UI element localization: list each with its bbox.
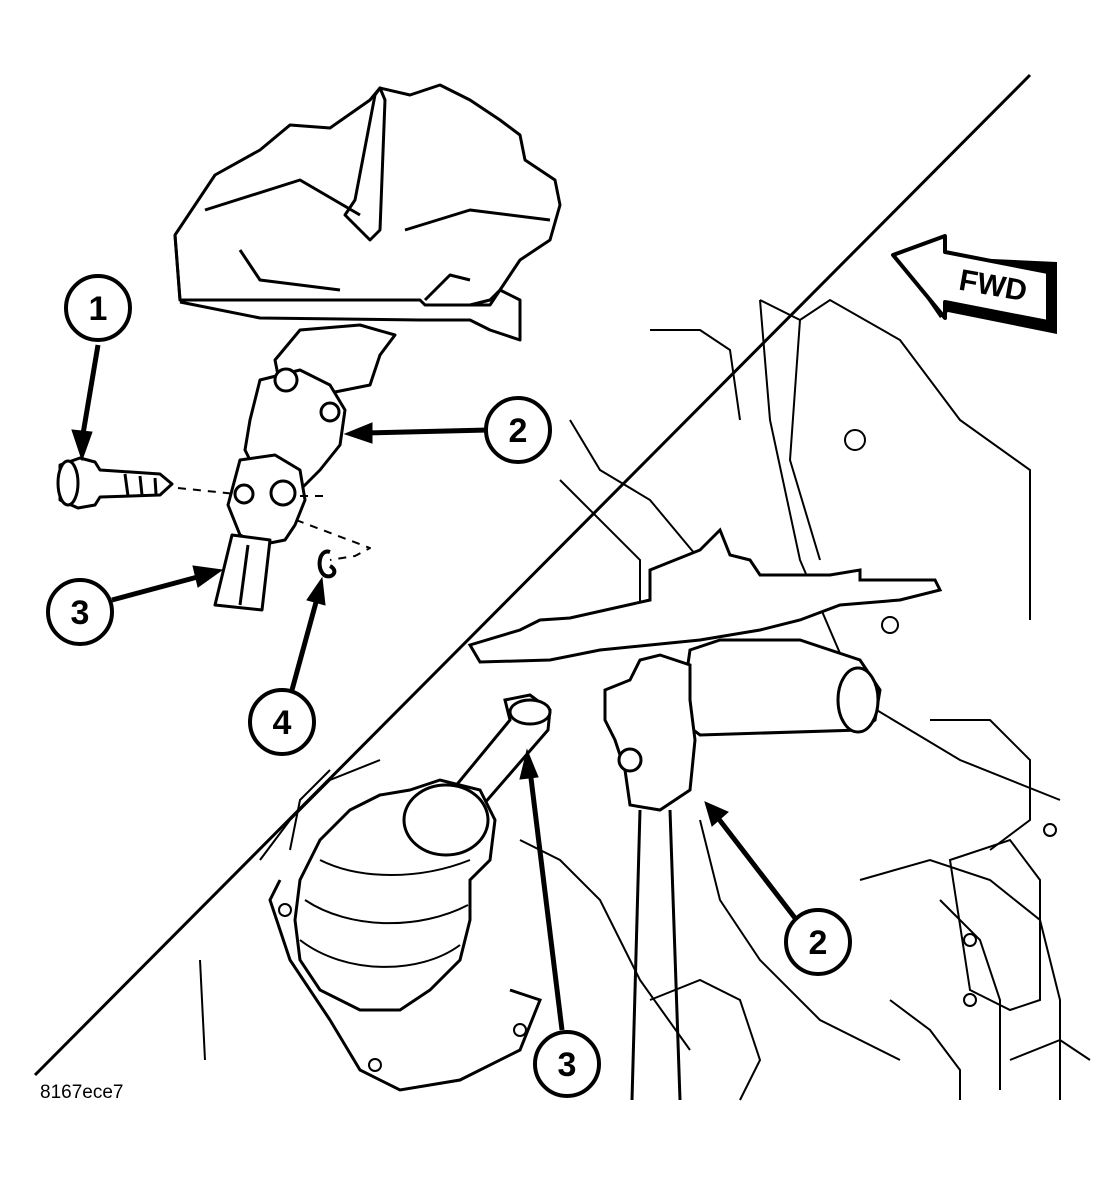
body-panel-outline-4 (650, 329, 741, 421)
boot-ring-1 (319, 859, 471, 876)
boot-opening (402, 783, 490, 857)
steering-shaft-highlight (238, 544, 250, 606)
gear-flange-hole-1 (278, 903, 292, 917)
pinch-bolt (58, 456, 174, 510)
callout-circle-3a (46, 578, 114, 646)
callout-label-1: 1 (89, 290, 108, 328)
callout-circle-2a (484, 396, 552, 464)
steering-shaft-lower (213, 533, 272, 612)
lower-yoke (226, 453, 307, 547)
callout-circle-2b (784, 908, 852, 976)
body-panel-outline-7 (930, 719, 1031, 851)
gear-flange (268, 879, 542, 1092)
leader-arrows (71, 344, 797, 1031)
body-panel-outline-15 (649, 978, 762, 1101)
body-panel-outline-12 (259, 759, 381, 861)
leader-3a (111, 572, 206, 603)
pinch-bolt-hole (233, 483, 255, 505)
callout-label-3b: 3 (558, 1046, 577, 1084)
u-joint-bolt-mid (319, 401, 341, 423)
column-bracket (467, 527, 943, 664)
body-hole-4 (963, 993, 977, 1007)
body-bracket (948, 838, 1041, 1012)
dash-panel-ridge-left (204, 178, 361, 217)
coupler-bolt (617, 747, 643, 773)
callout-circle-4 (248, 688, 316, 756)
body-panel-outline-2 (759, 299, 1061, 801)
body-panel-outline-13 (199, 959, 206, 1061)
arrowhead-1 (71, 429, 93, 462)
dash-panel-step-2 (423, 273, 471, 302)
body-panel-outline-16 (889, 999, 961, 1100)
fwd-arrow-body (891, 234, 1050, 324)
fwd-arrow: FWD (891, 234, 1057, 334)
dash-panel-ridge-right (404, 208, 551, 232)
callout-circle-1 (64, 274, 132, 342)
callout-circle-3b (533, 1030, 601, 1098)
dash-panel-front (173, 234, 522, 342)
leader-2b (716, 816, 797, 920)
callout-label-2b: 2 (809, 924, 828, 962)
arrowhead-4 (306, 576, 326, 606)
body-panel-outline-3 (788, 319, 821, 561)
clip-alignment-line (295, 495, 371, 561)
pinch-bolt-nut (269, 479, 297, 507)
body-panel-outline-14 (289, 769, 331, 851)
body-panel-outline-10 (859, 858, 1061, 1100)
body-hole-3 (963, 933, 977, 947)
body-hole-1 (844, 429, 866, 451)
arrowhead-3a (192, 565, 224, 588)
boot-ring-3 (299, 939, 461, 968)
leader-1 (79, 344, 101, 441)
body-panel-outline-1 (759, 298, 1031, 620)
leader-3b (527, 769, 565, 1031)
gear-flange-hole-3 (513, 1023, 527, 1037)
body-panel-outline-9 (699, 819, 901, 1061)
body-hole-2 (881, 616, 899, 634)
pinch-bolt-thread (123, 473, 158, 497)
leader-2a (364, 427, 489, 436)
arrowhead-2b (704, 801, 729, 827)
arrowhead-3b (519, 748, 539, 780)
column-tube-end (836, 666, 880, 734)
callouts: 1 2 3 4 2 3 (46, 274, 852, 1098)
dash-panel-rib (343, 86, 387, 242)
body-panel-outline-6 (559, 479, 641, 610)
leader-4 (289, 594, 321, 691)
callout-label-2a: 2 (509, 412, 528, 450)
body-panel-outline-5 (569, 419, 701, 561)
callout-label-3a: 3 (71, 594, 90, 632)
column-coupler (603, 653, 697, 812)
u-joint-bolt-upper (273, 367, 299, 393)
figure-id-label: 8167ece7 (40, 1082, 124, 1103)
installed-view (199, 298, 1091, 1101)
dash-panel-step (238, 249, 341, 292)
callout-label-4: 4 (273, 704, 292, 742)
arrowhead-2a (343, 422, 373, 444)
divider-line (33, 73, 1032, 1077)
body-hole-5 (1043, 823, 1057, 837)
shaft-stub-end (508, 698, 552, 726)
exploded-view (56, 83, 562, 612)
boot-ring-2 (304, 899, 469, 925)
coupler-shaft (630, 809, 682, 1101)
dash-panel-top (173, 83, 562, 307)
retaining-clip (317, 549, 337, 579)
gear-flange-hole-2 (368, 1058, 382, 1072)
body-panel-outline-8 (519, 839, 691, 1051)
pinch-bolt-head (56, 459, 80, 507)
bolt-alignment-line (177, 487, 237, 495)
body-panel-outline-17 (1009, 1038, 1091, 1061)
